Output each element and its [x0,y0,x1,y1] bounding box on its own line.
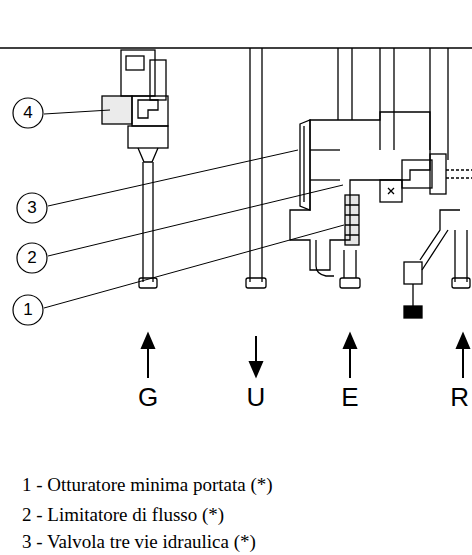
legend-text: 3 - Valvola tre vie idraulica (*) [22,531,256,553]
legend-text: 2 - Limitatore di flusso (*) [22,504,224,526]
callout-text: 2 [16,242,48,268]
port-letter: G [138,382,158,413]
port-letter: U [247,382,266,413]
outlet-pipe [246,48,266,288]
port-letter: R [450,382,469,413]
callout-number: 4 [12,97,44,129]
leader-line [44,110,344,308]
legend-text: 1 - Otturatore minima portata (*) [22,474,273,496]
callout-number: 1 [12,294,44,326]
flow-arrow [142,334,469,378]
callout-number: 3 [16,192,48,224]
port-letter: E [341,382,358,413]
callout-text: 1 [12,294,44,320]
hydraulic-body [290,48,472,318]
callout-text: 3 [16,192,48,218]
frame-line [0,47,472,48]
callout-number: 2 [16,242,48,274]
callout-text: 4 [12,97,44,123]
gas-valve [102,50,168,288]
